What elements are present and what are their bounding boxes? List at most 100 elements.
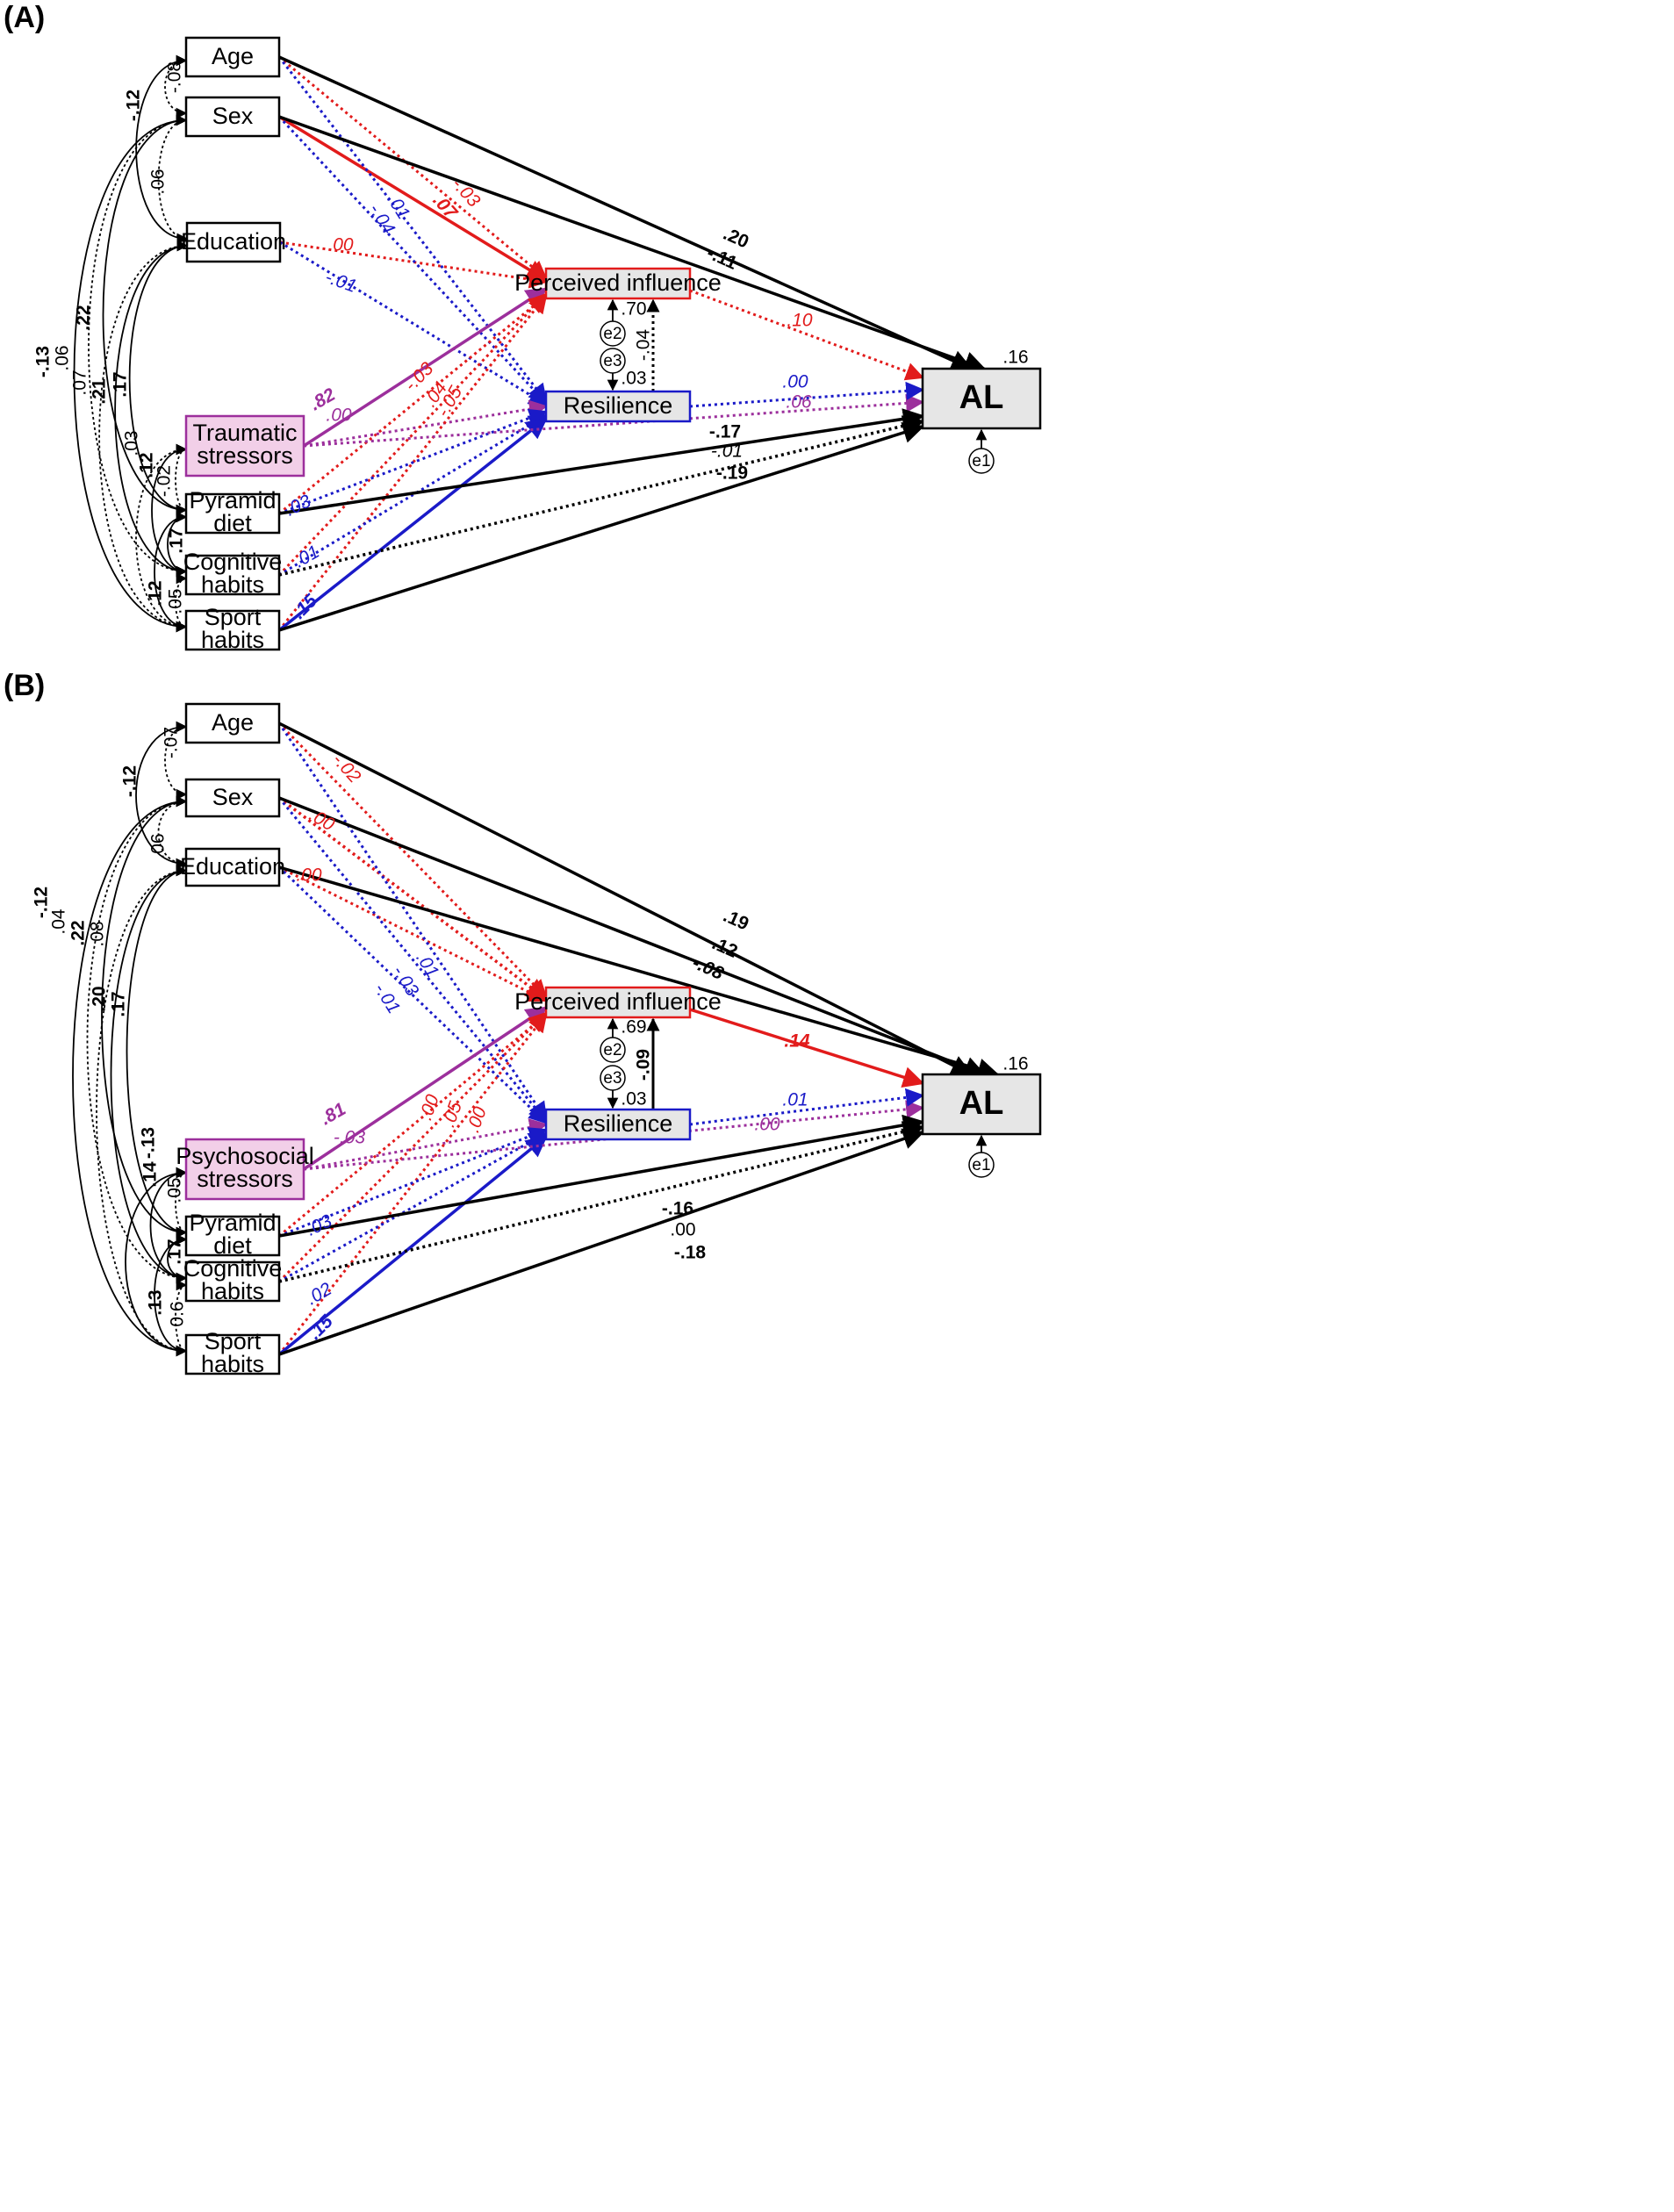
- path-spo-to-al: [278, 421, 925, 632]
- path-pyr-to-al: [278, 408, 925, 515]
- path-age-to-al: [278, 55, 974, 371]
- node-resilience-label: Resilience: [564, 1110, 673, 1137]
- error-e2-label: e2: [603, 325, 621, 343]
- cov-label-edu-cog: .21: [90, 378, 110, 405]
- path-str-to-res: [303, 399, 549, 448]
- node-al-box: [921, 367, 1042, 430]
- path-str-to-res: [303, 1118, 549, 1171]
- path-str-to-al: [303, 393, 925, 448]
- coef-str-al: .06: [786, 392, 812, 413]
- node-education-label: Education: [181, 228, 286, 255]
- cov-label-sex-edu: .06: [148, 833, 169, 858]
- node-cognitive-habits-label-2: habits: [201, 571, 264, 598]
- path-spo-to-per: [277, 294, 548, 631]
- path-sex-to-al: [278, 115, 987, 373]
- path-pyr-to-res: [278, 408, 548, 515]
- coef-edu-res: -.01: [322, 267, 359, 297]
- coef-v-al: .16: [1002, 1054, 1028, 1074]
- node-age-box: [184, 702, 281, 744]
- error-e3: e3: [600, 348, 626, 374]
- cov-sex-cog: [86, 795, 188, 1284]
- coef-pyr-al: -.17: [709, 422, 741, 442]
- path-cog-to-al: [278, 1121, 925, 1283]
- cov-sex-spo: [73, 114, 188, 633]
- node-al-label: AL: [959, 379, 1004, 416]
- coef-v-al: .16: [1002, 348, 1028, 368]
- node-sport-habits-label-2: habits: [201, 1351, 264, 1377]
- cov-label-edu-cog: .20: [90, 986, 110, 1011]
- cov-label-str-cog: .14: [140, 1161, 161, 1188]
- node-sport-habits-box: [184, 609, 281, 651]
- coef-res-al: .00: [782, 372, 808, 392]
- coef-spo-per: .00: [463, 1104, 491, 1136]
- node-resilience: Resilience: [544, 390, 692, 423]
- panel-label-b: (B): [4, 669, 45, 702]
- cov-age-edu: [135, 54, 189, 245]
- coef-res-al: .01: [782, 1090, 808, 1110]
- cov-label-pyr-spo: .13: [146, 1289, 166, 1315]
- error-e2: e2: [600, 1037, 626, 1063]
- path-resilience-to-al: [689, 381, 925, 408]
- cov-label-edu-pyr: .17: [111, 371, 131, 397]
- path-perceived-to-al: [689, 1008, 925, 1088]
- error-e3-circle: [600, 348, 626, 374]
- coef-v-per: .70: [621, 299, 646, 320]
- coef-pyr-res: .03: [283, 491, 314, 520]
- error-e1-label: e1: [972, 1156, 990, 1174]
- cov-label-str-cog: .12: [137, 452, 157, 478]
- error-e1-circle: [968, 1152, 995, 1178]
- error-e1: e1: [968, 1152, 995, 1178]
- coef-spo-al: -.19: [716, 463, 748, 484]
- coef-res-per: -.04: [634, 329, 654, 362]
- error-e3: e3: [600, 1065, 626, 1091]
- node-perceived-influence: Perceived influence: [514, 986, 722, 1019]
- path-spo-to-per: [277, 1013, 548, 1355]
- cov-label-sex-cog: .04: [49, 908, 69, 935]
- cov-label-cog-spo: 0.6: [168, 1301, 188, 1326]
- path-str-to-per: [303, 1006, 549, 1171]
- path-age-to-per: [278, 55, 548, 280]
- path-str-to-per: [303, 287, 549, 448]
- node-sport-habits-label-1: Sport: [205, 1328, 262, 1354]
- node-sport-habits-label-2: habits: [201, 627, 264, 653]
- error-e1: e1: [968, 448, 995, 474]
- cov-str-pyr: [175, 443, 188, 516]
- cov-str-pyr: [175, 1167, 188, 1239]
- node-education-box: [184, 847, 281, 887]
- coef-cog-al: .00: [670, 1220, 695, 1240]
- node-cognitive-habits-label-1: Cognitive: [183, 549, 283, 575]
- node-education-box: [185, 221, 282, 263]
- path-pyr-to-res: [278, 1127, 548, 1238]
- cov-label-sex-spo: -.12: [32, 887, 52, 918]
- path-pyr-to-per: [278, 1013, 548, 1238]
- path-edu-to-al: [278, 865, 1000, 1080]
- node-pyramid-diet-box: [184, 1215, 281, 1257]
- coef-v-res: .03: [621, 1089, 646, 1110]
- error-e3-label: e3: [603, 352, 621, 370]
- path-pyr-to-al: [278, 1114, 925, 1238]
- cov-pyr-spo: [154, 511, 188, 633]
- path-sex-to-al: [278, 796, 987, 1078]
- coef-cog-al: -.01: [711, 442, 743, 462]
- cov-label-pyr-spo: .12: [146, 580, 166, 606]
- coef-cog-per: .05: [438, 1099, 466, 1131]
- coef-per-al: .14: [784, 1031, 810, 1052]
- cov-str-spo: [135, 443, 188, 633]
- coef-edu-per: .00: [327, 235, 354, 255]
- path-sex-to-res: [277, 115, 548, 405]
- cov-label-cog-spo: .05: [166, 588, 186, 614]
- node-resilience-label: Resilience: [564, 392, 673, 419]
- node-stressors-label-1: Traumatic: [192, 420, 297, 446]
- node-cognitive-habits-box: [184, 554, 281, 596]
- node-perceived-influence: Perceived influence: [514, 267, 722, 300]
- node-resilience-box: [544, 390, 692, 423]
- node-perceived-influence-box: [544, 267, 692, 300]
- coef-age-res: .01: [412, 949, 442, 981]
- cov-label-pyr-cog: .17: [167, 528, 187, 553]
- panel-label-a: (A): [4, 1, 45, 34]
- path-sex-to-per: [277, 796, 548, 1001]
- error-e1-circle: [968, 448, 995, 474]
- path-pyr-to-per: [278, 294, 548, 515]
